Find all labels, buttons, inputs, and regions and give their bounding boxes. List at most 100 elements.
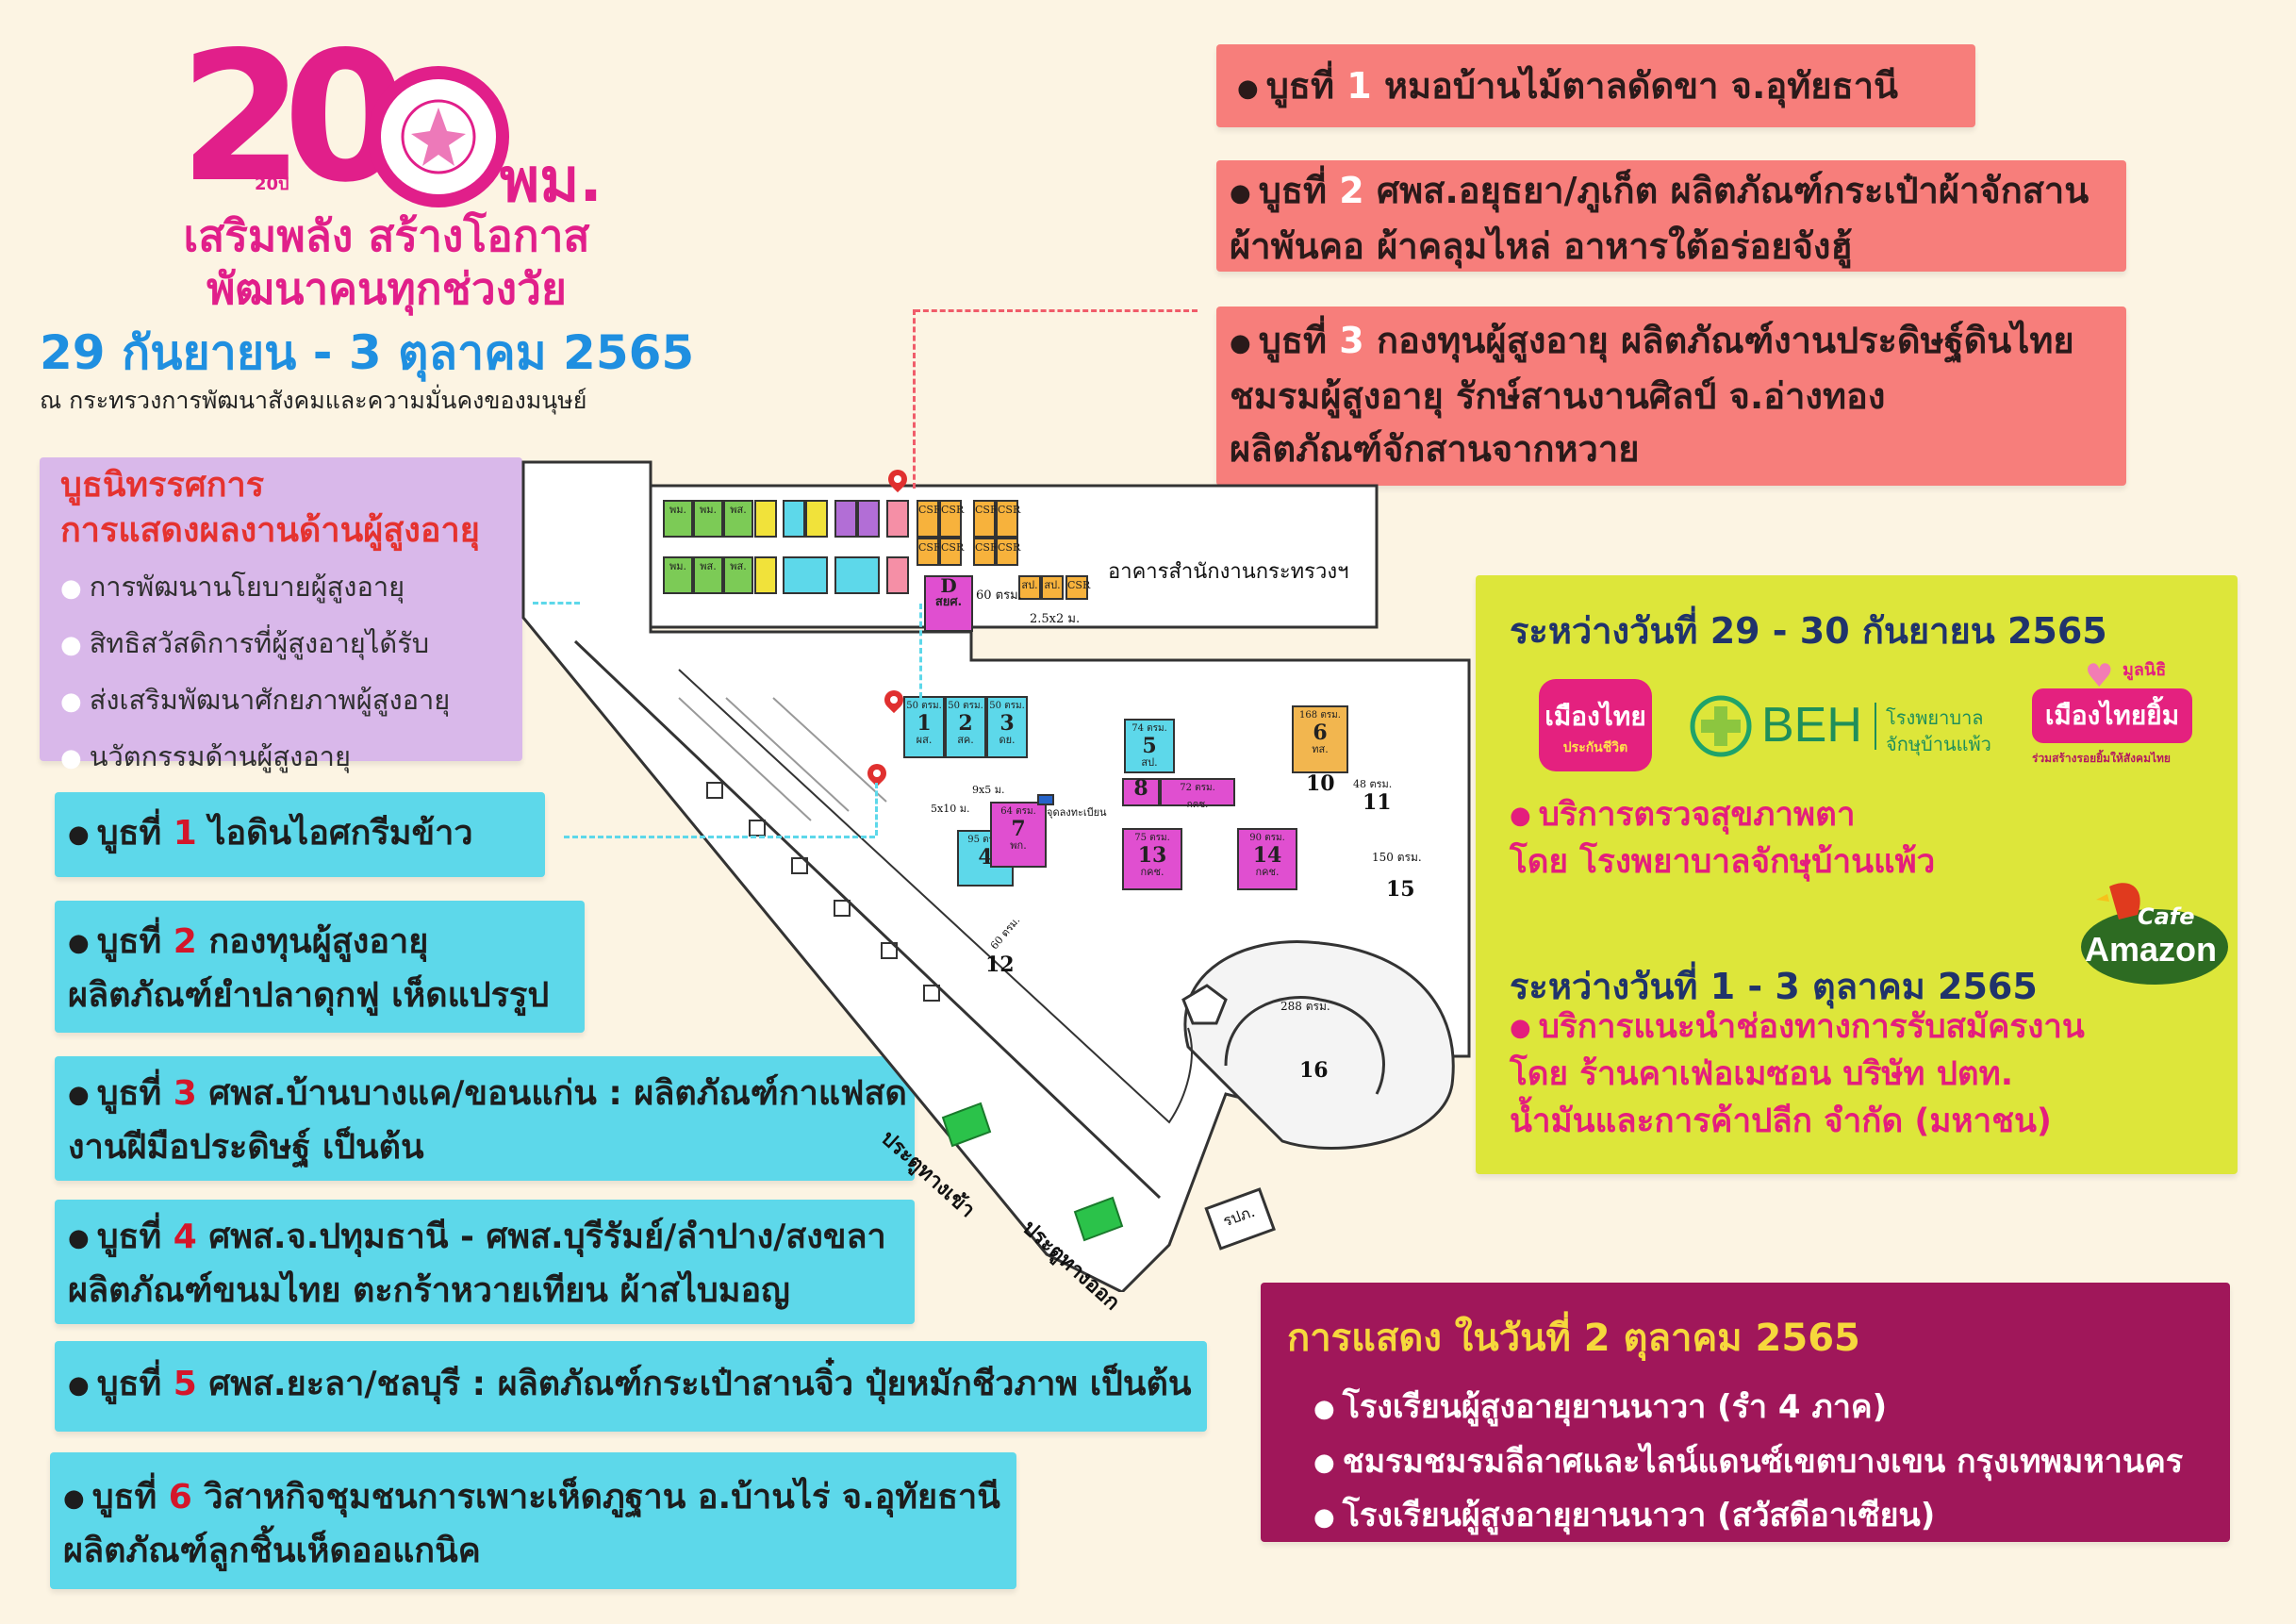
bullet-icon: ● bbox=[68, 929, 90, 957]
left-booth-3: ●บูธที่ 3 ศพส.บ้านบางแค/ขอนแก่น : ผลิตภั… bbox=[55, 1056, 915, 1181]
top-booth-3: ●บูธที่ 3 กองทุนผู้สูงอายุ ผลิตภัณฑ์งานป… bbox=[1216, 307, 2126, 486]
beh-hospital-logo: BEH โรงพยาบาล จักษุบ้านแพ้ว bbox=[1688, 684, 1999, 769]
floor-map: พม. พม. พส. พม. พส. พส. CSR CSR CSR CSR … bbox=[509, 443, 1485, 1316]
booth-prefix: บูธที่ bbox=[1258, 170, 1340, 211]
booth-prefix: บูธที่ bbox=[1258, 320, 1340, 361]
stall-sp: สป. bbox=[1018, 575, 1041, 600]
performance-panel: การแสดง ในวันที่ 2 ตุลาคม 2565 ●โรงเรียน… bbox=[1261, 1283, 2230, 1542]
service-2-line-1: ●บริการแนะนำช่องทางการรับสมัครงาน bbox=[1510, 1008, 2085, 1046]
service-1-line-1: ●บริการตรวจสุขภาพตา bbox=[1510, 796, 1856, 834]
booth-text-line-2: ชมรมผู้สูงอายุ รักษ์สานงานศิลป์ จ.อ่างทอ… bbox=[1230, 374, 1886, 417]
stall-pm: พม. bbox=[663, 556, 693, 594]
tent-size: 2.5x2 ม. bbox=[1030, 612, 1081, 626]
top-booth-1: ●บูธที่ 1 หมอบ้านไม้ตาลดัดขา จ.อุทัยธานี bbox=[1216, 44, 1975, 127]
stall-yellow bbox=[805, 500, 828, 538]
registration-label: จุดลงทะเบียน bbox=[1047, 806, 1107, 819]
connector-line bbox=[564, 836, 875, 838]
bullet-icon: ● bbox=[60, 631, 82, 659]
top-booth-2: ●บูธที่ 2 ศพส.อยุธยา/ภูเก็ต ผลิตภัณฑ์กระ… bbox=[1216, 160, 2126, 272]
stall-csr: CSR bbox=[939, 538, 964, 566]
slogan-line-1: เสริมพลัง สร้างโอกาส bbox=[183, 210, 590, 261]
map-booth-16: 16 bbox=[1299, 1058, 1329, 1083]
exhibition-item: ●การพัฒนานโยบายผู้สูงอายุ bbox=[60, 571, 405, 603]
stall-ps: พส. bbox=[723, 556, 753, 594]
booth-text: ศพส.อยุธยา/ภูเก็ต ผลิตภัณฑ์กระเป๋าผ้าจัก… bbox=[1363, 170, 2090, 211]
stall-yellow bbox=[754, 556, 777, 594]
stall-ps: พส. bbox=[693, 556, 723, 594]
map-booth-8: 8 bbox=[1122, 778, 1160, 806]
map-booth-12: 12 bbox=[985, 953, 1015, 977]
stall-pm: พม. bbox=[693, 500, 723, 538]
connector-line bbox=[913, 309, 916, 489]
exhibition-item: ●ส่งเสริมพัฒนาศักยภาพผู้สูงอายุ bbox=[60, 684, 451, 716]
map-booth-16-area: 288 ตรม. bbox=[1280, 1000, 1330, 1013]
map-booth-1: 50 ตรม. 1 ผส. bbox=[903, 696, 945, 758]
bullet-icon: ● bbox=[1230, 328, 1251, 357]
stall-cyan bbox=[783, 500, 805, 538]
connector-line bbox=[533, 602, 580, 605]
service-1-line-2: โดย โรงพยาบาลจักษุบ้านแพ้ว bbox=[1510, 843, 1936, 881]
stall-d-area: 60 ตรม. bbox=[976, 588, 1022, 603]
booth-text-line-2: ผ้าพันคอ ผ้าคลุมไหล่ อาหารใต้อร่อยจังฮู้ bbox=[1230, 224, 1853, 267]
stall-csr: CSR bbox=[917, 538, 941, 566]
logo-divider bbox=[1875, 703, 1876, 750]
bullet-icon: ● bbox=[1510, 802, 1531, 830]
map-booth-15-area: 150 ตรม. bbox=[1372, 851, 1422, 864]
map-booth-7: 64 ตรม. 7 พก. bbox=[990, 802, 1047, 868]
stall-ps: พส. bbox=[723, 500, 753, 538]
stall-pink bbox=[886, 500, 909, 538]
connector-line bbox=[915, 309, 1198, 312]
event-date: 29 กันยายน - 3 ตุลาคม 2565 bbox=[40, 325, 695, 380]
booth-text-line-3: ผลิตภัณฑ์จักสานจากหวาย bbox=[1230, 427, 1640, 470]
bullet-icon: ● bbox=[60, 574, 82, 603]
stall-purple bbox=[834, 500, 857, 538]
service-period-1: ระหว่างวันที่ 29 - 30 กันยายน 2565 bbox=[1510, 610, 2107, 652]
stall-csr: CSR bbox=[996, 538, 1020, 566]
stall-cyan bbox=[834, 556, 880, 594]
connector-line bbox=[919, 604, 922, 698]
map-booth-10: 10 bbox=[1306, 771, 1335, 796]
exhibition-title-2: การแสดงผลงานด้านผู้สูงอายุ bbox=[60, 511, 480, 550]
beh-plus-icon bbox=[1690, 695, 1752, 757]
bullet-icon: ● bbox=[1313, 1394, 1335, 1423]
service-2-line-3: น้ำมันและการค้าปลีก จำกัด (มหาชน) bbox=[1510, 1102, 2052, 1140]
services-panel: ระหว่างวันที่ 29 - 30 กันยายน 2565 เมือง… bbox=[1476, 575, 2238, 1174]
stall-csr: CSR bbox=[973, 500, 998, 538]
booth-number: 3 bbox=[1339, 320, 1364, 361]
booth-text: กองทุนผู้สูงอายุ ผลิตภัณฑ์งานประดิษฐ์ดิน… bbox=[1363, 320, 2074, 361]
exhibition-panel: บูธนิทรรศการ การแสดงผลงานด้านผู้สูงอายุ … bbox=[40, 457, 522, 772]
map-booth-5: 74 ตรม. 5 สป. bbox=[1124, 719, 1175, 773]
stall-d: D สยศ. bbox=[924, 575, 973, 632]
map-booth-3: 50 ตรม. 3 ดย. bbox=[986, 696, 1028, 758]
bullet-icon: ● bbox=[1510, 1014, 1531, 1042]
booth-prefix: บูธที่ bbox=[1265, 65, 1347, 107]
stall-yellow bbox=[754, 500, 777, 538]
bullet-icon: ● bbox=[60, 688, 82, 716]
slogan-line-2: พัฒนาคนทุกช่วงวัย bbox=[206, 263, 567, 314]
stall-csr: CSR bbox=[996, 500, 1020, 538]
bullet-icon: ● bbox=[1230, 178, 1251, 207]
bullet-icon: ● bbox=[68, 820, 90, 849]
map-booth-8-area: 72 ตรม. กคช. bbox=[1160, 778, 1235, 810]
event-venue: ณ กระทรวงการพัฒนาสังคมและความมั่นคงของมน… bbox=[40, 387, 587, 414]
bullet-icon: ● bbox=[68, 1081, 90, 1109]
stall-pm: พม. bbox=[663, 500, 693, 538]
left-booth-5: ●บูธที่ 5 ศพส.ยะลา/ชลบุรี : ผลิตภัณฑ์กระ… bbox=[55, 1341, 1207, 1432]
ministry-seal-icon bbox=[368, 66, 509, 207]
bullet-icon: ● bbox=[68, 1224, 90, 1252]
dimension-label: 5x10 ม. bbox=[931, 803, 970, 815]
service-2-line-2: โดย ร้านคาเฟ่อเมซอน บริษัท ปตท. bbox=[1510, 1055, 2014, 1093]
bullet-icon: ● bbox=[63, 1484, 85, 1513]
performance-item: ●โรงเรียนผู้สูงอายุยานนาวา (สวัสดีอาเซีย… bbox=[1313, 1497, 1936, 1534]
building-label: อาคารสำนักงานกระทรวงฯ bbox=[1108, 560, 1349, 584]
stall-csr: CSR bbox=[1065, 575, 1090, 600]
left-booth-2: ●บูธที่ 2 กองทุนผู้สูงอายุ ผลิตภัณฑ์ยำปล… bbox=[55, 901, 585, 1033]
stall-sp: สป. bbox=[1041, 575, 1064, 600]
performance-item: ●โรงเรียนผู้สูงอายุยานนาวา (รำ 4 ภาค) bbox=[1313, 1388, 1888, 1426]
muang-thai-yim-foundation-logo: มูลนิธิ ♥ เมืองไทยยิ้ม ร่วมสร้างรอยยิ้มใ… bbox=[2032, 655, 2221, 778]
left-booth-6: ●บูธที่ 6 วิสาหกิจชุมชนการเพาะเห็ดภูฐาน … bbox=[50, 1452, 1016, 1589]
map-booth-13: 75 ตรม. 13 กคช. bbox=[1122, 828, 1182, 890]
bullet-icon: ● bbox=[1313, 1449, 1335, 1477]
exhibition-item: ●นวัตกรรมด้านผู้สูงอายุ bbox=[60, 740, 351, 772]
bullet-icon: ● bbox=[1313, 1502, 1335, 1532]
